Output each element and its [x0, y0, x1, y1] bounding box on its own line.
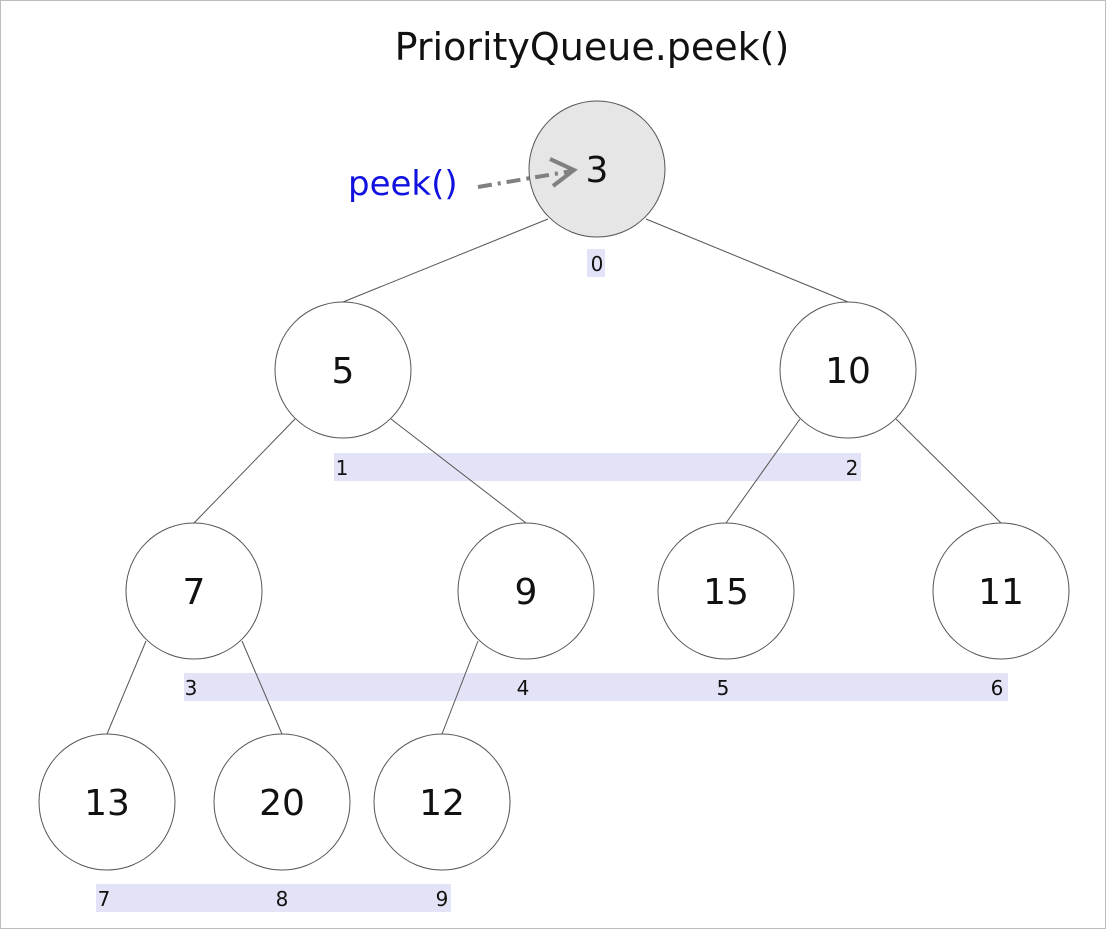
heap-node-value: 20: [259, 783, 305, 824]
heap-index-label: 8: [276, 887, 289, 911]
heap-node-value: 12: [419, 783, 465, 824]
heap-node-circle: [125, 522, 263, 660]
edge-3-8: [241, 640, 283, 735]
heap-node-3: 7 3: [125, 522, 263, 700]
heap-edges: [106, 218, 1002, 735]
heap-index-label: 0: [591, 252, 604, 276]
edge-1-4: [390, 418, 527, 524]
edge-0-2: [645, 218, 849, 303]
heap-node-value: 3: [586, 150, 609, 191]
heap-node-circle: [373, 733, 511, 871]
heap-node-value: 11: [978, 572, 1024, 613]
heap-index-label: 7: [98, 887, 111, 911]
edge-0-1: [342, 218, 549, 303]
heap-node-8: 20 8: [213, 733, 351, 911]
edge-3-7: [106, 640, 147, 735]
heap-index-label: 6: [991, 676, 1004, 700]
heap-node-value: 13: [84, 783, 130, 824]
heap-node-circle: [213, 733, 351, 871]
index-band-level-2: [184, 673, 1008, 701]
heap-node-circle: [38, 733, 176, 871]
heap-index-label: 4: [517, 676, 530, 700]
heap-node-circle: [657, 522, 795, 660]
peek-label: peek(): [348, 164, 458, 204]
index-band-level-1: [334, 453, 861, 481]
heap-node-circle: [457, 522, 595, 660]
diagram-title: PriorityQueue.peek(): [395, 25, 790, 69]
heap-node-value: 7: [183, 572, 206, 613]
heap-node-6: 11 6: [932, 522, 1070, 700]
edge-4-9: [441, 640, 479, 735]
heap-index-label: 2: [846, 456, 859, 480]
heap-node-circle: [932, 522, 1070, 660]
heap-node-4: 9 4: [457, 522, 595, 700]
heap-index-label: 1: [336, 456, 349, 480]
heap-node-1: 5 1: [274, 301, 412, 480]
edge-2-6: [895, 418, 1002, 524]
heap-node-value: 9: [515, 572, 538, 613]
edge-2-5: [725, 418, 801, 524]
edge-1-3: [193, 418, 296, 524]
heap-node-7: 13 7: [38, 733, 176, 911]
index-band-level-3: [96, 884, 451, 912]
heap-node-9: 12 9: [373, 733, 511, 911]
heap-node-value: 5: [332, 351, 355, 392]
heap-index-label: 5: [717, 676, 730, 700]
heap-index-label: 9: [436, 887, 449, 911]
peek-arrowhead-icon: [549, 157, 578, 188]
heap-node-2: 10 2: [779, 301, 917, 480]
peek-arrow-icon: [477, 169, 573, 189]
heap-index-label: 3: [185, 676, 198, 700]
heap-node-value: 15: [703, 572, 749, 613]
heap-node-value: 10: [825, 351, 871, 392]
heap-node-5: 15 5: [657, 522, 795, 700]
heap-node-0: 3 0: [528, 100, 666, 276]
heap-node-circle: [274, 301, 412, 439]
heap-node-circle: [528, 100, 666, 238]
index-band-level-0: [587, 249, 605, 277]
heap-node-circle: [779, 301, 917, 439]
